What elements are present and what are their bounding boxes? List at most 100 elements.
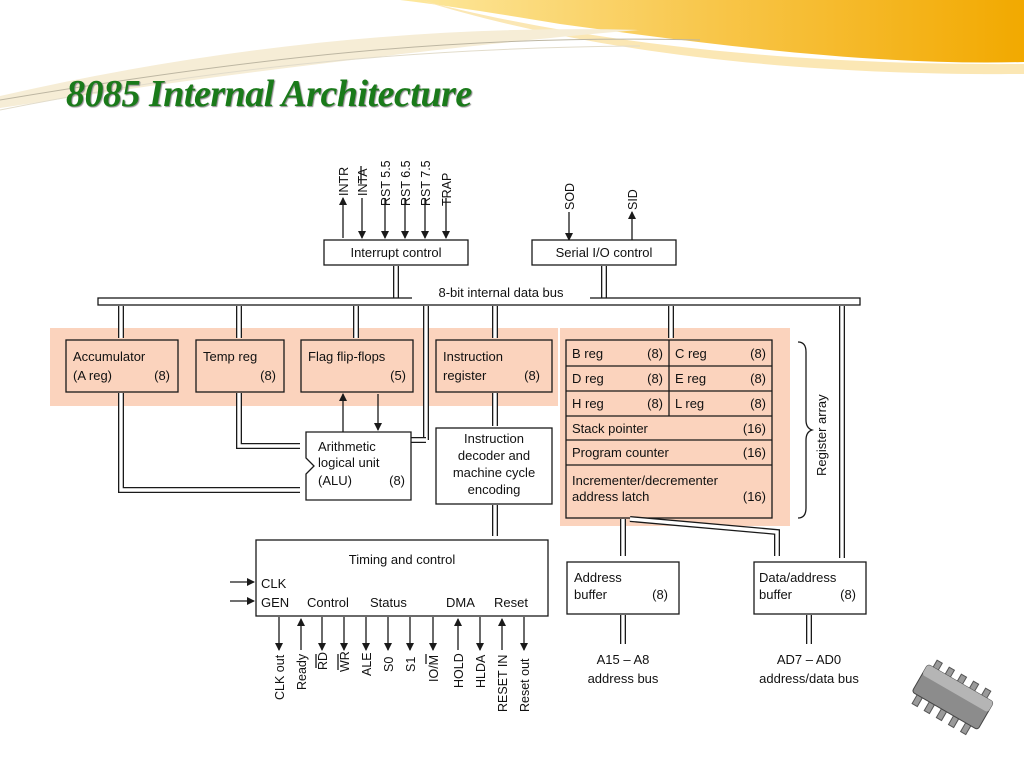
signal-sid: SID <box>626 189 640 210</box>
serial-io-control-box <box>531 239 677 266</box>
signal-hold: HOLD <box>452 653 466 688</box>
register-array <box>565 339 773 519</box>
inc-dec-line1: Incrementer/decrementer <box>572 473 719 488</box>
timing-gen-label: GEN <box>261 595 289 610</box>
register-array-brace <box>797 341 815 519</box>
reg-b-size: (8) <box>647 346 663 361</box>
reg-e-label: E reg <box>675 371 706 386</box>
address-bus-sub: address bus <box>588 671 659 686</box>
signal-trap: TRAP <box>440 173 454 206</box>
reg-c-label: C reg <box>675 346 707 361</box>
data-address-buffer-line1: Data/address <box>759 570 837 585</box>
reg-d-label: D reg <box>572 371 604 386</box>
reg-b-label: B reg <box>572 346 603 361</box>
alu-input-paths <box>118 393 498 493</box>
reg-l-label: L reg <box>675 396 704 411</box>
signal-reset-in: RESET IN <box>496 655 510 712</box>
signal-overbars <box>315 654 427 670</box>
program-counter-size: (16) <box>743 445 766 460</box>
address-buffer-box <box>566 561 680 615</box>
timing-control-box <box>255 539 549 617</box>
address-buffer-line2: buffer <box>574 587 608 602</box>
signal-rd: RD <box>316 652 330 670</box>
signal-io-m: IO/M <box>427 655 441 682</box>
signal-rst55: RST 5.5 <box>379 160 393 206</box>
alu-line3: (ALU) <box>318 473 352 488</box>
data-address-buffer-line2: buffer <box>759 587 793 602</box>
flag-flip-flops-line1: Flag flip-flops <box>308 349 386 364</box>
flag-flip-flops-box <box>300 339 414 393</box>
reg-d-size: (8) <box>647 371 663 386</box>
timing-reset-label: Reset <box>494 595 528 610</box>
reg-e-size: (8) <box>750 371 766 386</box>
alu-line1: Arithmetic <box>318 439 376 454</box>
signal-ready: Ready <box>295 653 309 690</box>
data-bus-label: 8-bit internal data bus <box>438 285 564 300</box>
accumulator-line2: (A reg) <box>73 368 112 383</box>
reg-c-size: (8) <box>750 346 766 361</box>
alu-box <box>305 431 412 501</box>
reg-h-size: (8) <box>647 396 663 411</box>
instruction-register-line1: Instruction <box>443 349 503 364</box>
accumulator-line1: Accumulator <box>73 349 146 364</box>
signal-reset-out: Reset out <box>518 658 532 712</box>
signal-ale: ALE <box>360 652 374 676</box>
interrupt-control-box <box>323 239 469 266</box>
signal-wr: WR <box>338 651 352 672</box>
timing-control-title: Timing and control <box>349 552 456 567</box>
decoder-line3: machine cycle <box>453 465 535 480</box>
data-address-buffer-box <box>753 561 867 615</box>
data-bus-label-bg <box>412 284 590 300</box>
address-buffer-line1: Address <box>574 570 622 585</box>
address-bus-label: A15 – A8 <box>597 652 650 667</box>
header-swoosh-decoration <box>0 0 1024 111</box>
signal-rst65: RST 6.5 <box>399 160 413 206</box>
serial-io-control-label: Serial I/O control <box>556 245 653 260</box>
timing-control-label: Control <box>307 595 349 610</box>
timing-status-label: Status <box>370 595 407 610</box>
stack-pointer-size: (16) <box>743 421 766 436</box>
stack-pointer-label: Stack pointer <box>572 421 649 436</box>
temp-reg-line1: Temp reg <box>203 349 257 364</box>
interrupt-control-label: Interrupt control <box>350 245 441 260</box>
data-address-bus-sub: address/data bus <box>759 671 859 686</box>
accumulator-size: (8) <box>154 368 170 383</box>
instruction-register-line2: register <box>443 368 487 383</box>
reg-h-label: H reg <box>572 396 604 411</box>
slide-title: 8085 Internal Architecture <box>66 73 472 115</box>
temp-reg-size: (8) <box>260 368 276 383</box>
inc-dec-line2: address latch <box>572 489 649 504</box>
signal-rst75: RST 7.5 <box>419 160 433 206</box>
signal-hlda: HLDA <box>474 654 488 688</box>
decoder-line4: encoding <box>468 482 521 497</box>
control-bus-links <box>393 266 607 300</box>
timing-dma-label: DMA <box>446 595 475 610</box>
alu-size: (8) <box>389 473 405 488</box>
instruction-register-box <box>435 339 553 393</box>
program-counter-label: Program counter <box>572 445 669 460</box>
external-bus-lines <box>620 615 812 644</box>
interrupt-signal-lines <box>339 197 450 239</box>
signal-inta: INTA <box>356 168 370 196</box>
address-buffer-size: (8) <box>652 587 668 602</box>
signal-clk-out: CLK out <box>273 654 287 700</box>
decoder-line2: decoder and <box>458 448 530 463</box>
register-array-label: Register array <box>814 394 829 476</box>
data-address-buffer-size: (8) <box>840 587 856 602</box>
signal-s0: S0 <box>382 657 396 672</box>
alu-line2: logical unit <box>318 455 380 470</box>
timing-clk-label: CLK <box>261 576 287 591</box>
accumulator-box <box>65 339 179 393</box>
signal-intr: INTR <box>337 167 351 196</box>
flag-flip-flops-size: (5) <box>390 368 406 383</box>
timing-signal-lines <box>275 617 528 651</box>
signal-s1: S1 <box>404 657 418 672</box>
reg-l-size: (8) <box>750 396 766 411</box>
instruction-decoder-box <box>435 427 553 505</box>
decoder-line1: Instruction <box>464 431 524 446</box>
inc-dec-size: (16) <box>743 489 766 504</box>
instruction-register-size: (8) <box>524 368 540 383</box>
data-address-bus-label: AD7 – AD0 <box>777 652 841 667</box>
temp-reg-box <box>195 339 285 393</box>
